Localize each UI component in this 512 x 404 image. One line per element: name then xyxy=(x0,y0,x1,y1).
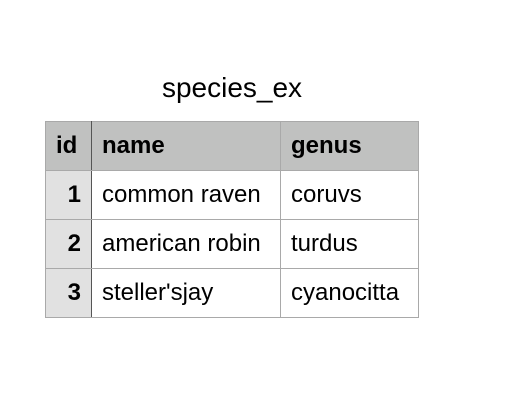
table-row: 1 common raven coruvs xyxy=(45,170,419,220)
cell-id: 1 xyxy=(45,170,92,220)
table-header-row: id name genus xyxy=(45,121,419,171)
column-header-id: id xyxy=(45,121,92,171)
species-table: id name genus 1 common raven coruvs 2 am… xyxy=(45,121,419,318)
cell-name: steller'sjay xyxy=(91,268,281,318)
column-header-genus: genus xyxy=(280,121,419,171)
table-title: species_ex xyxy=(161,72,303,103)
cell-name: common raven xyxy=(91,170,281,220)
column-header-name: name xyxy=(91,121,281,171)
cell-genus: coruvs xyxy=(280,170,419,220)
cell-id: 2 xyxy=(45,219,92,269)
cell-id: 3 xyxy=(45,268,92,318)
cell-genus: turdus xyxy=(280,219,419,269)
table-row: 2 american robin turdus xyxy=(45,219,419,269)
cell-genus: cyanocitta xyxy=(280,268,419,318)
cell-name: american robin xyxy=(91,219,281,269)
table-row: 3 steller'sjay cyanocitta xyxy=(45,268,419,318)
